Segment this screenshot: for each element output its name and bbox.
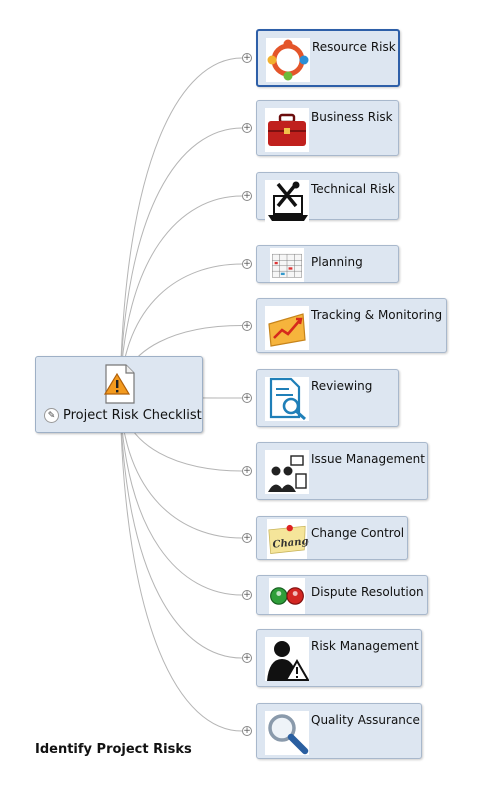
connector-line	[119, 394, 243, 732]
central-topic-title: Project Risk Checklist	[63, 408, 202, 423]
topic-label: Dispute Resolution	[311, 585, 424, 599]
briefcase-icon	[265, 108, 309, 152]
topic-business-risk[interactable]: Business Risk	[256, 100, 399, 156]
change-note-icon: Change	[265, 519, 315, 559]
topic-label: Tracking & Monitoring	[311, 308, 443, 322]
connector-line	[119, 394, 243, 659]
expand-topic-button[interactable]: +	[242, 726, 252, 736]
topic-risk-management[interactable]: Risk Management	[256, 629, 422, 687]
document-search-icon	[265, 377, 309, 421]
expand-topic-button[interactable]: +	[242, 320, 252, 331]
topic-label: Reviewing	[311, 379, 373, 393]
topic-label: Issue Management	[311, 452, 425, 466]
expand-topic-button[interactable]: +	[242, 653, 252, 663]
topic-label: Technical Risk	[311, 182, 395, 196]
central-topic[interactable]: ✎ Project Risk Checklist	[35, 356, 203, 433]
laptop-tools-icon	[265, 180, 309, 224]
meeting-icon	[265, 450, 309, 494]
topic-dispute-resolution[interactable]: Dispute Resolution	[256, 575, 428, 615]
people-circle-icon	[266, 38, 310, 82]
svg-text:Change: Change	[272, 535, 309, 550]
expand-topic-button[interactable]: +	[242, 533, 252, 543]
magnifier-icon	[265, 711, 309, 755]
topic-label: Business Risk	[311, 110, 393, 124]
topic-quality-assurance[interactable]: Quality Assurance	[256, 703, 422, 759]
topic-technical-risk[interactable]: Technical Risk	[256, 172, 399, 224]
topic-tracking-and-monitoring[interactable]: Tracking & Monitoring	[256, 298, 447, 353]
topic-resource-risk[interactable]: Resource Risk	[256, 29, 400, 87]
note-pencil-icon[interactable]: ✎	[44, 408, 59, 423]
person-warning-icon	[265, 637, 310, 681]
topic-label: Resource Risk	[312, 40, 396, 54]
connector-line	[119, 195, 243, 396]
topic-label: Planning	[311, 255, 363, 269]
topic-label: Quality Assurance	[311, 713, 420, 727]
connector-line	[119, 127, 243, 396]
expand-topic-button[interactable]: +	[242, 191, 252, 201]
expand-topic-button[interactable]: +	[242, 53, 252, 63]
expand-topic-button[interactable]: +	[242, 123, 252, 133]
map-caption: Identify Project Risks	[35, 742, 192, 757]
topic-label: Risk Management	[311, 639, 419, 653]
chart-graph-icon	[265, 306, 309, 350]
connector-line	[119, 57, 243, 396]
red-green-buttons-icon	[265, 578, 309, 614]
topic-planning[interactable]: Planning	[256, 245, 399, 283]
topic-label: Change Control	[311, 526, 405, 540]
expand-topic-button[interactable]: +	[242, 466, 252, 476]
topic-reviewing[interactable]: Reviewing	[256, 369, 399, 427]
expand-topic-button[interactable]: +	[242, 393, 252, 403]
expand-topic-button[interactable]: +	[242, 590, 252, 600]
expand-topic-button[interactable]: +	[242, 259, 252, 269]
calendar-icon	[265, 248, 309, 282]
connector-line	[119, 394, 243, 596]
warning-document-icon	[103, 364, 135, 404]
topic-issue-management[interactable]: Issue Management	[256, 442, 428, 500]
